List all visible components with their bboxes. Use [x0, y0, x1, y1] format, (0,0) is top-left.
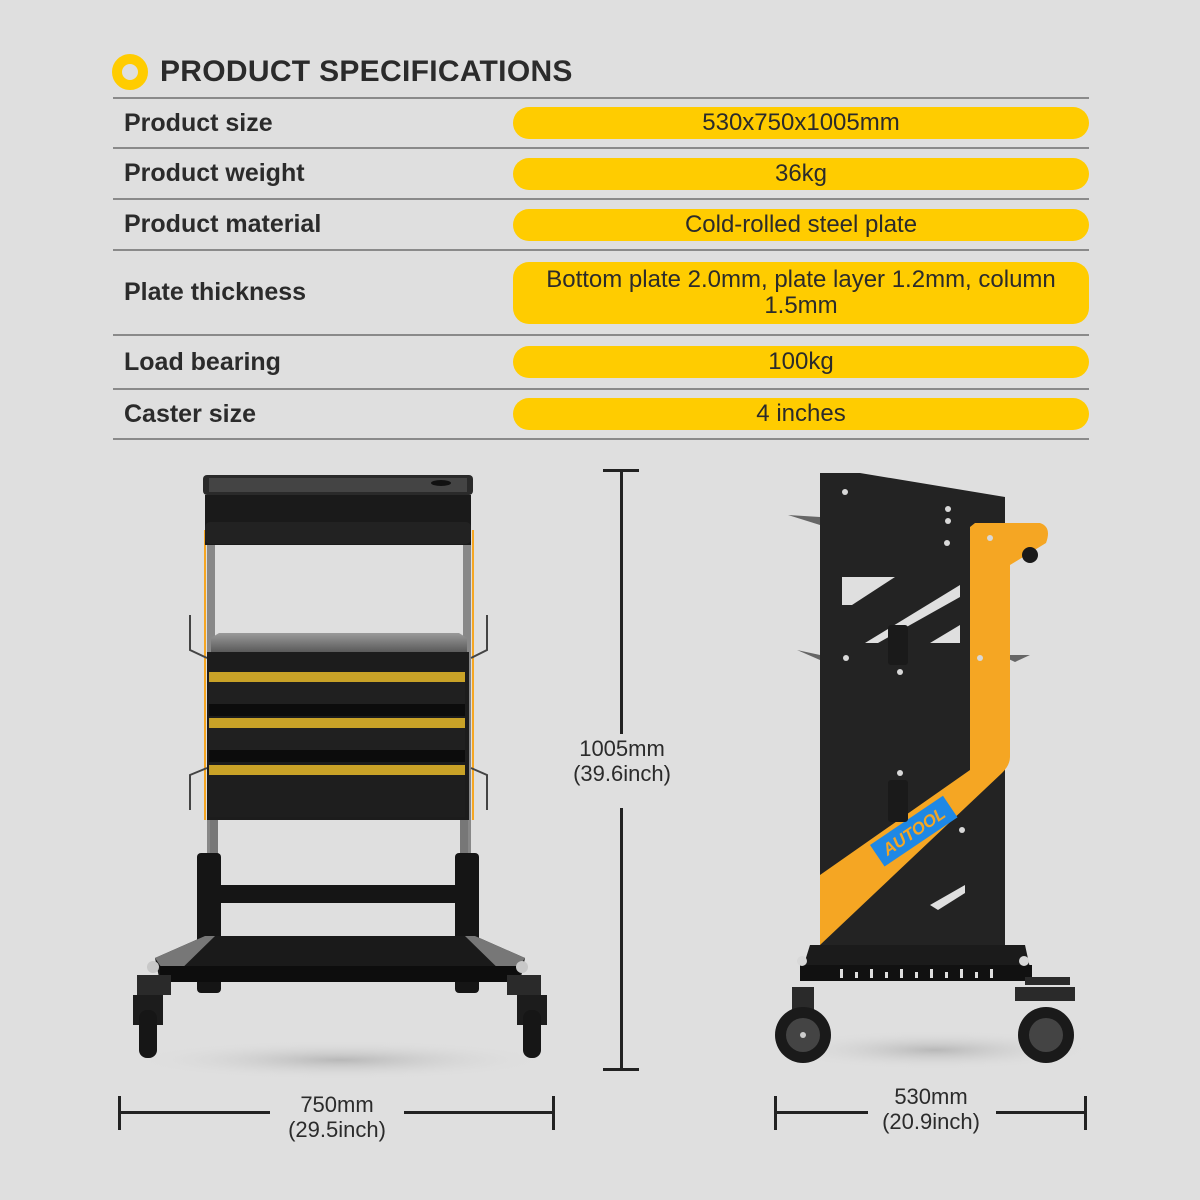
- dimension-tick: [774, 1096, 777, 1130]
- spec-value: Bottom plate 2.0mm, plate layer 1.2mm, c…: [513, 261, 1089, 324]
- height-dimension-line: [620, 808, 623, 1070]
- depth-inch: (20.9inch): [882, 1109, 980, 1134]
- spec-label: Product weight: [124, 159, 305, 187]
- depth-dimension-line: [996, 1111, 1086, 1114]
- spec-value: 4 inches: [513, 398, 1089, 430]
- spec-row: Caster size 4 inches: [113, 390, 1089, 440]
- spec-value: 100kg: [513, 346, 1089, 378]
- caster-wheel-icon: [133, 961, 547, 1058]
- width-inch: (29.5inch): [288, 1117, 386, 1142]
- tool-cart-side-view: AUTOOL: [775, 473, 1095, 1070]
- spec-label: Load bearing: [124, 347, 281, 376]
- spec-label: Product size: [124, 108, 273, 137]
- spec-value: Cold-rolled steel plate: [513, 208, 1089, 241]
- spec-row: Load bearing 100kg: [113, 336, 1089, 390]
- spec-row: Plate thickness Bottom plate 2.0mm, plat…: [113, 251, 1089, 336]
- height-mm: 1005mm: [579, 736, 665, 761]
- caster-wheel-icon: [775, 956, 1075, 1063]
- spec-table: Product size 530x750x1005mm Product weig…: [113, 97, 1089, 440]
- spec-label: Plate thickness: [124, 278, 307, 306]
- height-dimension-label: 1005mm (39.6inch): [556, 736, 688, 786]
- dimension-tick: [603, 1068, 639, 1071]
- dimension-tick: [552, 1096, 555, 1130]
- dimension-tick: [1084, 1096, 1087, 1130]
- depth-mm: 530mm: [894, 1084, 968, 1109]
- spec-value: 530x750x1005mm: [513, 107, 1089, 139]
- spec-value: 36kg: [513, 157, 1089, 190]
- spec-row: Product weight 36kg: [113, 149, 1089, 200]
- depth-dimension-label: 530mm (20.9inch): [868, 1084, 994, 1134]
- dimension-tick: [118, 1096, 121, 1130]
- height-dimension-line: [620, 470, 623, 734]
- spec-label: Caster size: [124, 399, 257, 428]
- spec-row: Product size 530x750x1005mm: [113, 99, 1089, 149]
- tool-cart-front-view: [130, 475, 550, 1080]
- width-dimension-line: [120, 1111, 270, 1114]
- circle-bullet-icon: [112, 54, 148, 90]
- width-mm: 750mm: [300, 1092, 374, 1117]
- spec-row: Product material Cold-rolled steel plate: [113, 200, 1089, 251]
- section-header: PRODUCT SPECIFICATIONS: [112, 52, 573, 92]
- width-dimension-line: [404, 1111, 554, 1114]
- height-inch: (39.6inch): [573, 761, 671, 786]
- spec-label: Product material: [124, 210, 322, 238]
- width-dimension-label: 750mm (29.5inch): [272, 1092, 402, 1142]
- depth-dimension-line: [776, 1111, 868, 1114]
- section-title: PRODUCT SPECIFICATIONS: [160, 55, 573, 88]
